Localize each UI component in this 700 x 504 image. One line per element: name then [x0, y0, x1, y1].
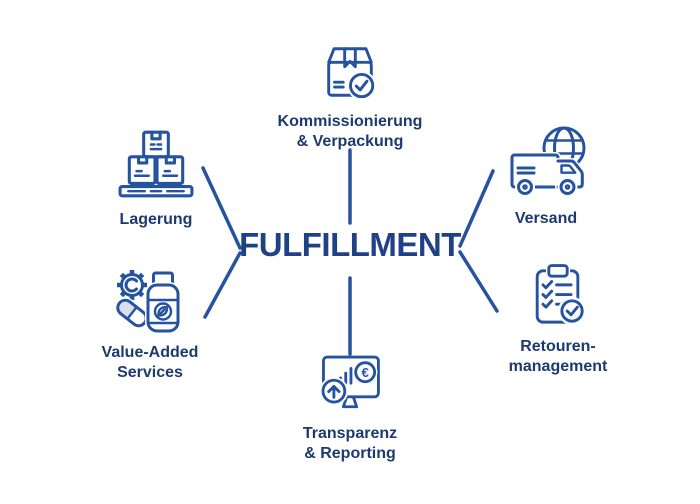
pallet-boxes-icon — [118, 130, 194, 198]
node-label: Retouren- management — [509, 337, 608, 376]
node-label-line1: Lagerung — [119, 211, 193, 228]
node-label: Transparenz & Reporting — [303, 424, 397, 463]
euro-symbol: € — [361, 365, 369, 380]
node-label-line2: Services — [117, 363, 183, 381]
node-label-line2: & Reporting — [304, 444, 396, 462]
node-label: Lagerung — [120, 210, 193, 230]
node-label-line1: Kommissionierung — [277, 113, 423, 130]
node-label-line1: Retouren- — [520, 338, 596, 355]
node-label-line2: & Verpackung — [296, 132, 404, 150]
truck-globe-icon — [509, 126, 586, 197]
node-lagerung: Lagerung — [66, 129, 246, 230]
gear-pill-jar-icon — [115, 270, 181, 334]
node-label-line1: Transparenz — [302, 425, 398, 442]
node-versand: Versand — [456, 124, 636, 229]
clipboard-check-icon — [535, 264, 587, 326]
monitor-report-icon: € — [319, 355, 380, 409]
node-transparenz-reporting: € Transparenz & Reporting — [260, 354, 440, 463]
node-value-added-services: Value-Added Services — [60, 268, 240, 382]
node-label: Value-Added Services — [102, 343, 199, 382]
node-label-line2: management — [508, 357, 608, 375]
node-label: Kommissionierung & Verpackung — [278, 112, 423, 151]
node-label-line1: Versand — [514, 210, 578, 227]
node-label: Versand — [515, 209, 577, 229]
node-kommissionierung-verpackung: Kommissionierung & Verpackung — [240, 41, 460, 151]
center-title: FULFILLMENT — [239, 226, 461, 263]
node-label-line1: Value-Added — [101, 344, 199, 361]
package-check-icon — [327, 47, 377, 101]
node-retourenmanagement: Retouren- management — [468, 264, 648, 376]
